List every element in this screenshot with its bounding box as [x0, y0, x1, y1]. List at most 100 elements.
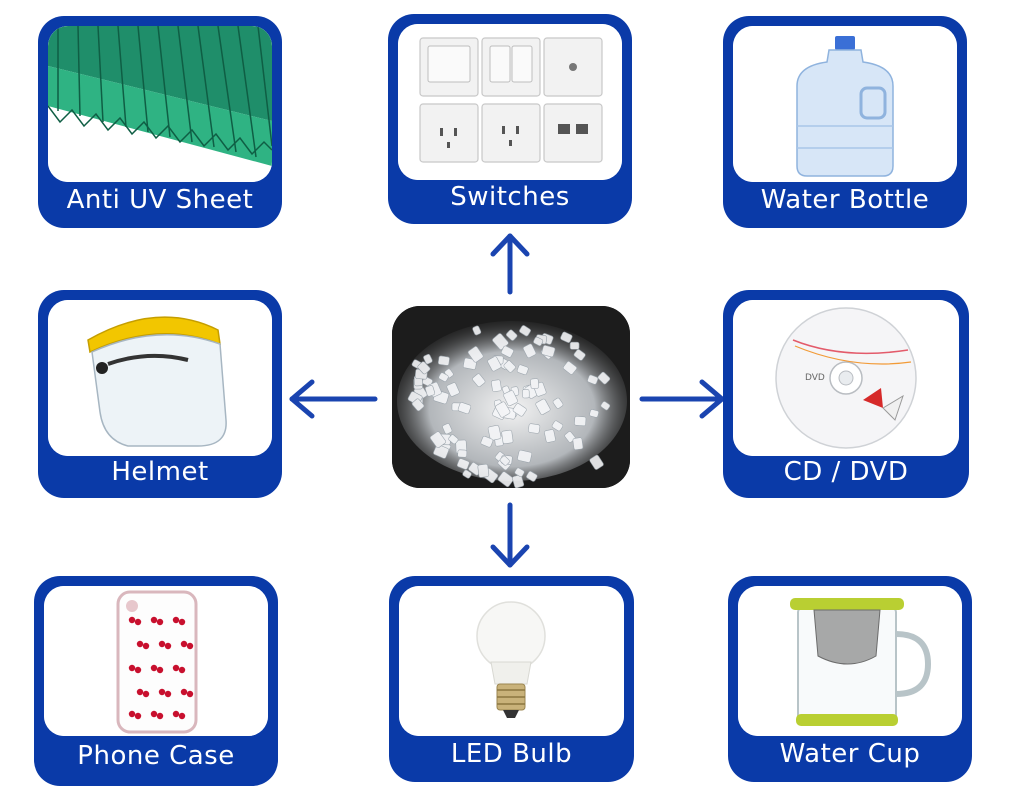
pellet: [589, 409, 599, 418]
card-image: [48, 26, 272, 182]
card-label: LED Bulb: [450, 739, 573, 769]
pellet: [477, 463, 490, 478]
cherry-mark: [142, 690, 150, 698]
pellet: [574, 416, 587, 427]
pellet: [487, 356, 502, 372]
pellet: [437, 355, 450, 366]
cherry-mark: [134, 618, 142, 626]
cherry-mark: [150, 616, 158, 624]
cherry-mark: [156, 666, 164, 674]
pellet: [503, 390, 518, 407]
center-raw-material: [392, 306, 630, 488]
pellet: [516, 364, 529, 375]
disc-icon: DVD: [733, 300, 959, 456]
pellet: [560, 331, 573, 343]
cherry-mark: [164, 642, 172, 650]
card-phone-case: Phone Case: [34, 576, 278, 786]
cherry-mark: [136, 640, 144, 648]
pellet: [597, 371, 611, 385]
pellet: [600, 401, 611, 411]
pellet: [522, 343, 537, 358]
pellet: [438, 372, 449, 382]
arrow-left: [289, 379, 378, 419]
pellet: [541, 345, 556, 358]
pellet: [514, 467, 525, 477]
plastic-pellets-icon: [392, 306, 630, 488]
pellet: [563, 361, 577, 375]
pellet: [467, 346, 484, 363]
card-image: DVD: [733, 300, 959, 456]
pellet: [497, 471, 514, 487]
cherry-mark: [150, 664, 158, 672]
card-label: Phone Case: [77, 741, 235, 771]
pellet: [587, 374, 599, 385]
cherry-mark: [186, 690, 194, 698]
pellet: [495, 401, 511, 418]
pellet: [411, 398, 425, 412]
card-image: [399, 586, 624, 736]
pellet: [573, 349, 586, 361]
pellet: [503, 360, 516, 373]
pellet: [448, 434, 459, 445]
cherry-mark: [156, 712, 164, 720]
pellet: [528, 423, 541, 434]
pellet: [572, 437, 584, 451]
card-water-bottle: Water Bottle: [723, 16, 967, 228]
water-cup-icon: [738, 586, 962, 736]
pellet: [551, 420, 564, 432]
pellet: [425, 385, 436, 397]
pellet: [423, 353, 433, 365]
pellet: [526, 470, 538, 482]
cherry-mark: [158, 688, 166, 696]
card-image: [733, 26, 957, 182]
card-label: Anti UV Sheet: [66, 185, 254, 215]
cherry-mark: [128, 710, 136, 718]
cherry-mark: [180, 688, 188, 696]
cherry-mark: [172, 664, 180, 672]
pellet: [487, 425, 502, 441]
wall-switches-icon: [398, 24, 622, 180]
pellet: [512, 403, 527, 417]
pellet: [522, 389, 530, 399]
card-image: [738, 586, 962, 736]
pellet: [442, 423, 453, 435]
cherry-mark: [178, 618, 186, 626]
pellet: [544, 429, 556, 443]
card-label: Helmet: [111, 457, 209, 487]
pellet: [491, 379, 502, 392]
arrow-up: [490, 233, 530, 295]
led-bulb-icon: [399, 586, 624, 736]
cherry-mark: [158, 640, 166, 648]
card-image: [48, 300, 272, 456]
pellet: [506, 329, 518, 341]
card-label: Water Bottle: [760, 185, 930, 215]
pellet: [569, 341, 580, 350]
pellet: [500, 345, 514, 358]
phone-case-icon: [44, 586, 268, 736]
pellet: [512, 474, 525, 488]
pellet: [429, 431, 446, 449]
card-anti-uv-sheet: Anti UV Sheet: [38, 16, 282, 228]
pellet: [433, 444, 450, 459]
pellet: [530, 378, 540, 390]
pellet: [472, 373, 486, 388]
card-cd-dvd: DVD CD / DVD: [723, 290, 969, 498]
arrow-down: [490, 502, 530, 568]
water-bottle-icon: [733, 26, 957, 182]
pellet: [517, 449, 533, 463]
card-helmet: Helmet: [38, 290, 282, 498]
pellet: [501, 429, 514, 444]
pellet: [472, 325, 482, 336]
pellet: [457, 402, 472, 415]
card-switches: Switches: [388, 14, 632, 224]
card-image: [44, 586, 268, 736]
pellet: [552, 397, 564, 409]
pellet: [480, 435, 494, 448]
cherry-mark: [128, 616, 136, 624]
pellet: [446, 382, 460, 397]
cherry-mark: [142, 642, 150, 650]
cherry-mark: [128, 664, 136, 672]
cherry-mark: [150, 710, 158, 718]
pellet: [457, 449, 468, 458]
arrow-right: [639, 379, 725, 419]
